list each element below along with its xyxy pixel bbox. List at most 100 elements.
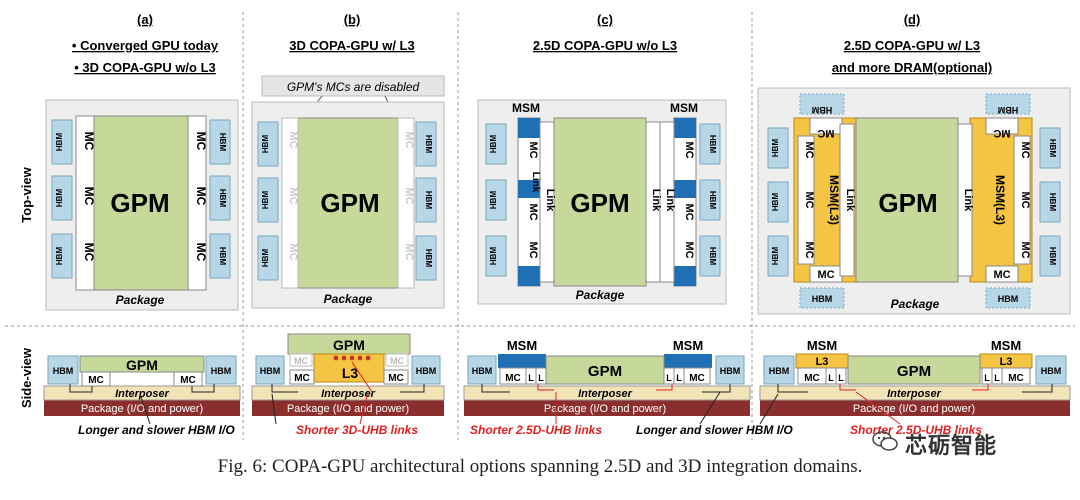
hbm-label: HBM (218, 247, 227, 266)
link-label: Link (530, 172, 541, 193)
gpm-label: GPM (570, 188, 629, 218)
mc-disabled-label: MC (403, 187, 415, 204)
link-label: Link (650, 189, 662, 212)
mc-label: MC (1019, 141, 1031, 158)
gpm-label: GPM (588, 363, 622, 380)
hbm-label: HBM (55, 247, 64, 266)
msm-label: MSM (512, 101, 540, 115)
annotation-uhb-3d: Shorter 3D-UHB links (296, 423, 418, 437)
panel-a-top: MC MC MC MC MC MC HBM HBM HBM HBM HBM HB… (45, 99, 239, 311)
row-label-side: Side-view (19, 347, 34, 408)
mc-label: MC (194, 187, 208, 206)
hbm-label: HBM (998, 294, 1019, 304)
mc-label: MC (88, 375, 104, 386)
mc-label: MC (803, 241, 815, 258)
mc-label: MC (180, 375, 196, 386)
hbm-label: HBM (489, 135, 498, 154)
gpm-label: GPM (878, 188, 937, 218)
hbm-label: HBM (53, 366, 74, 376)
package-label: Package (576, 288, 625, 302)
panel-d-side: MSM MSM L3 L3 HBM HBM GPM MC L L L L MC … (759, 338, 1071, 416)
gpm-label: GPM (897, 363, 931, 380)
package-io-label: Package (I/O and power) (287, 403, 409, 415)
mc-label: MC (1008, 373, 1024, 384)
hbm-label: HBM (55, 133, 64, 152)
hbm-label: HBM (260, 366, 281, 376)
hbm-label: HBM (261, 249, 270, 268)
mc-label: MC (527, 203, 539, 220)
l-label: L (666, 373, 672, 383)
l3-label: L3 (1000, 356, 1013, 368)
link-label: Link (664, 189, 676, 212)
arrow-uhb-25d-d (855, 391, 901, 425)
mc-label: MC (1019, 241, 1031, 258)
l-label: L (838, 373, 844, 383)
panel-b-side: HBM HBM GPM MC MC MC MC L3 Interposer Pa… (251, 333, 445, 416)
mc-label: MC (194, 243, 208, 262)
hbm-label: HBM (416, 366, 437, 376)
arrow-hbm-io-d (759, 393, 779, 425)
link-label: Link (962, 189, 974, 212)
panel-a-label: (a) (137, 12, 153, 27)
package-label: Package (324, 292, 373, 306)
gpm-label: GPM (320, 188, 379, 218)
l-label: L (538, 373, 544, 383)
annotation-hbm-io-a: Longer and slower HBM I/O (78, 423, 235, 437)
hbm-label: HBM (708, 247, 717, 266)
annotation-hbm-io-c: Longer and slower HBM I/O (636, 423, 793, 437)
watermark-text: 芯砺智能 (905, 434, 998, 459)
mc-label: MC (803, 191, 815, 208)
panel-d-top: HBM HBM HBM HBM MC MC MC MC MC MC MC MC … (757, 87, 1071, 315)
mc-label: MC (527, 241, 539, 258)
hbm-label: HBM (771, 139, 780, 158)
l3-label: L3 (816, 356, 829, 368)
mc-label: MC (527, 141, 539, 158)
msm-label: MSM (670, 101, 698, 115)
package-label: Package (891, 297, 940, 311)
gpm-label: GPM (333, 337, 365, 353)
hbm-label: HBM (211, 366, 232, 376)
panel-b-line1: 3D COPA-GPU w/ L3 (289, 38, 414, 53)
mc-label: MC (683, 203, 695, 220)
l-label: L (528, 373, 534, 383)
mc-label: MC (683, 241, 695, 258)
gpm-label: GPM (126, 357, 158, 373)
hbm-label: HBM (55, 189, 64, 208)
hbm-label: HBM (218, 133, 227, 152)
mc-label: MC (817, 127, 834, 139)
hbm-label: HBM (1048, 247, 1057, 266)
hbm-label: HBM (1048, 193, 1057, 212)
hbm-label: HBM (708, 191, 717, 210)
mc-label: MC (388, 373, 404, 384)
interposer-label: Interposer (115, 388, 170, 400)
mc-disabled-label: MC (287, 243, 299, 260)
package-io-label: Package (I/O and power) (853, 403, 975, 415)
hbm-label: HBM (424, 249, 433, 268)
panel-a-side: HBM HBM GPM MC MC Interposer Package (I/… (43, 355, 241, 416)
package-io-label: Package (I/O and power) (544, 403, 666, 415)
hbm-label: HBM (489, 191, 498, 210)
hbm-label: HBM (261, 191, 270, 210)
hbm-label: HBM (708, 135, 717, 154)
mc-label: MC (505, 373, 521, 384)
annotation-uhb-25d: Shorter 2.5D-UHB links (470, 423, 602, 437)
mc-disabled-label: MC (287, 187, 299, 204)
msm-label: MSM (807, 338, 837, 353)
mc-label: MC (817, 269, 834, 281)
msm-label: MSM (991, 338, 1021, 353)
hbm-label: HBM (769, 366, 790, 376)
mc-label: MC (194, 132, 208, 151)
panel-a-line1: • Converged GPU today (72, 38, 219, 53)
wechat-logo-icon (872, 431, 898, 451)
hbm-label: HBM (812, 294, 833, 304)
mc-disabled-label: MC (287, 131, 299, 148)
mc-label: MC (294, 373, 310, 384)
mc-label: MC (993, 127, 1010, 139)
mc-label: MC (82, 187, 96, 206)
arrow-hbm-io-b (271, 393, 277, 425)
panel-c-side: MSM MSM HBM HBM GPM MC L L L L MC Interp… (463, 338, 751, 416)
gpm-label: GPM (110, 188, 169, 218)
mc-label: MC (683, 141, 695, 158)
msm-l3-label: MSM(L3) (993, 175, 1007, 225)
arrow-uhb-3d (359, 391, 369, 425)
